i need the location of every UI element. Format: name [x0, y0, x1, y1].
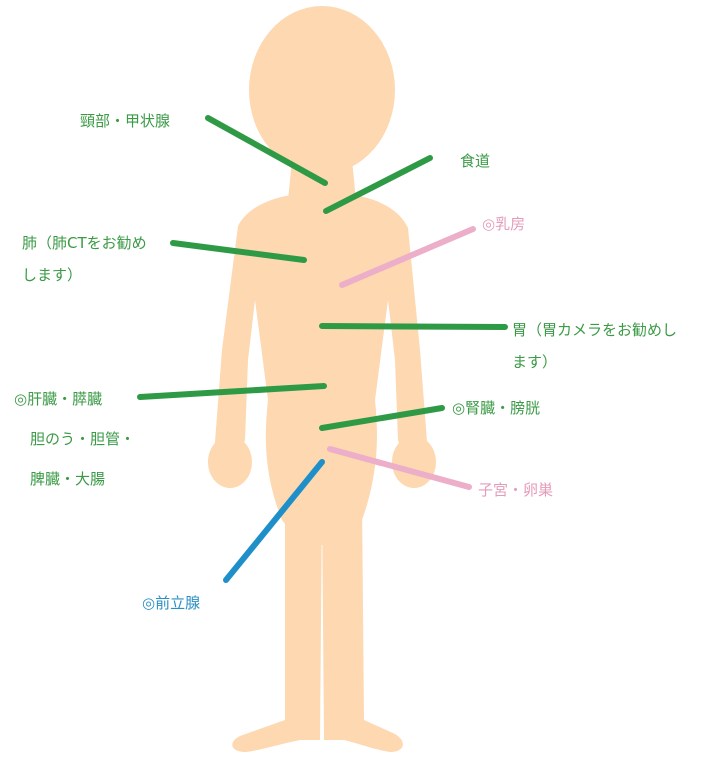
label-esophagus: 食道: [460, 152, 491, 170]
label-stomach-2: ます）: [512, 353, 558, 371]
label-liver-3: 脾臓・大腸: [30, 470, 106, 488]
leader-liver: [137, 383, 327, 400]
leader-uterus: [327, 446, 472, 490]
label-prostate: ◎前立腺: [142, 594, 201, 612]
left-hand: [208, 436, 252, 488]
label-kidney: ◎腎臓・膀胱: [452, 399, 541, 417]
label-uterus: 子宮・卵巣: [478, 481, 554, 499]
right-hand: [392, 436, 436, 488]
label-liver-1: ◎肝臓・膵臓: [14, 390, 103, 408]
human-silhouette: [208, 6, 436, 752]
label-liver-2: 胆のう・胆管・: [30, 430, 136, 448]
label-stomach-1: 胃（胃カメラをお勧めし: [512, 321, 678, 339]
label-lung-1: 肺（肺CTをお勧め: [22, 234, 147, 252]
left-leg: [232, 500, 322, 752]
leader-lung: [170, 240, 307, 263]
label-neck-thyroid: 頸部・甲状腺: [80, 112, 171, 130]
leader-prostate: [223, 459, 325, 583]
leader-esophagus: [323, 155, 433, 214]
label-lung-2: します）: [22, 266, 83, 284]
leader-breast: [339, 226, 476, 288]
leader-kidney: [319, 405, 445, 431]
leader-stomach: [319, 323, 508, 330]
label-breast: ◎乳房: [482, 215, 526, 233]
right-leg: [322, 500, 403, 752]
torso: [214, 194, 428, 545]
leader-neck-thyroid: [205, 115, 328, 186]
head: [249, 6, 395, 174]
